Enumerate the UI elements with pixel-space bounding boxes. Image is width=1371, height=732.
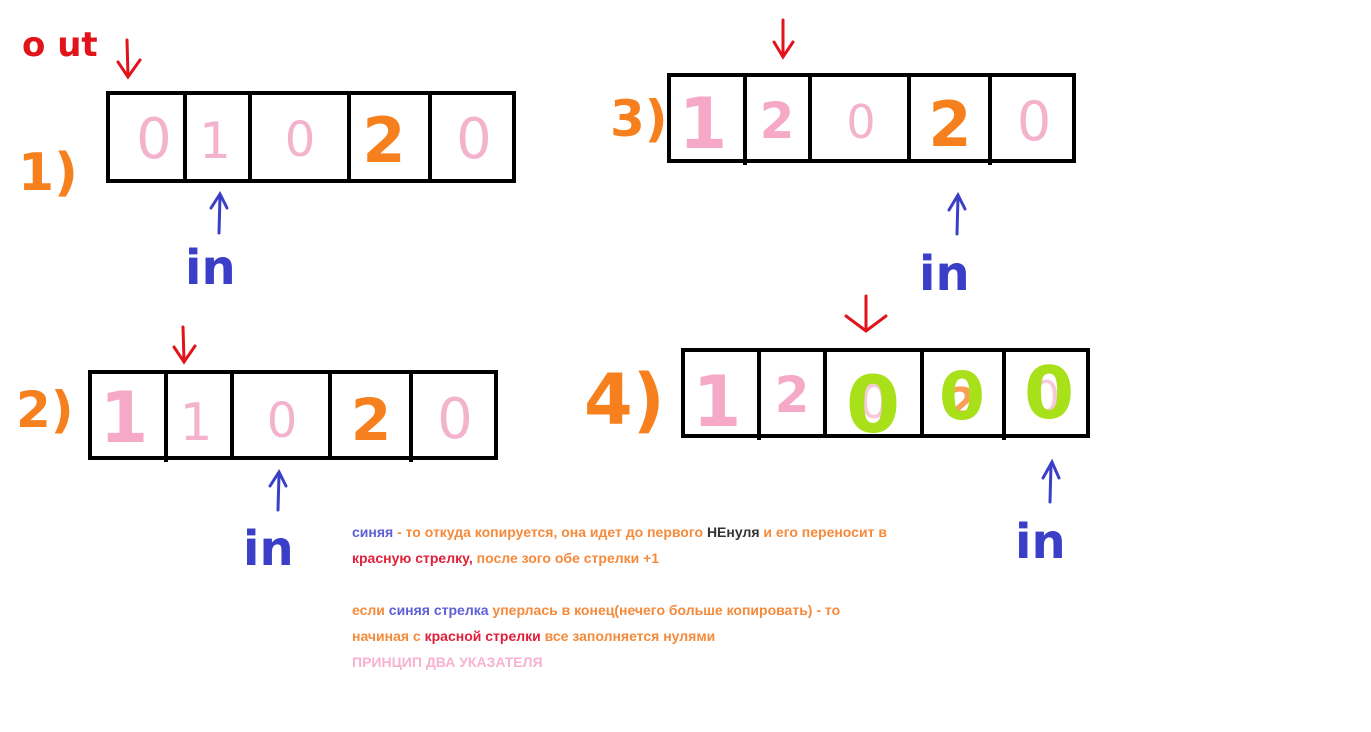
step-2-label: 2) xyxy=(16,381,74,439)
step-4-out-arrow xyxy=(844,294,888,333)
step-3-cell-4: 2 xyxy=(928,88,971,161)
step-3-cell-5: 0 xyxy=(1017,90,1051,153)
out-label: o ut xyxy=(22,25,98,65)
step-2-out-arrow xyxy=(172,325,197,365)
step-3-cell-2: 2 xyxy=(760,92,795,150)
step-4-cell-4: 0 xyxy=(939,358,985,435)
step-1-cell-5: 0 xyxy=(456,107,492,172)
step-4: 4) 1 2 0 0 2 0 0 0 in xyxy=(584,294,1090,570)
nonzero-term: НЕнуля xyxy=(706,524,760,540)
step-3-cell-3: 0 xyxy=(846,95,875,149)
step-2-cell-5: 0 xyxy=(437,387,473,452)
step-4-cell-1: 1 xyxy=(693,361,742,443)
step-1-in-arrow xyxy=(209,190,229,235)
explanation-text: синяя - то откуда копируется, она идет д… xyxy=(352,519,992,675)
explanation-line-3-a: если xyxy=(352,602,389,618)
principle-title: ПРИНЦИП ДВА УКАЗАТЕЛЯ xyxy=(352,654,543,670)
step-3-in-arrow xyxy=(947,191,967,236)
step-3-in-label: in xyxy=(919,246,970,302)
step-2-cell-2: 1 xyxy=(179,393,212,453)
step-4-array xyxy=(681,348,1090,440)
step-3-out-arrow xyxy=(772,18,795,60)
explanation-line-2-a: после зого обе стрелки +1 xyxy=(472,550,660,566)
step-4-in-label: in xyxy=(1015,514,1066,570)
step-1-cell-3: 0 xyxy=(285,112,316,168)
explanation-line-4: начиная с красной стрелки все заполняетс… xyxy=(352,623,992,649)
step-3-array xyxy=(667,73,1076,165)
red-arrow-term: красную стрелку, xyxy=(352,550,473,566)
explanation-line-3-b: уперлась в конец(нечего больше копироват… xyxy=(488,602,841,618)
step-2-in-label: in xyxy=(243,521,294,577)
step-3-label: 3) xyxy=(610,90,668,148)
explanation-line-1-a: - то откуда копируется, она идет до перв… xyxy=(393,524,707,540)
blue-arrow-term: синяя xyxy=(352,524,394,540)
step-1-array xyxy=(106,91,516,183)
step-2-cell-4: 2 xyxy=(351,386,391,454)
explanation-line-3: если синяя стрелка уперлась в конец(нече… xyxy=(352,597,992,623)
step-4-cell-3: 0 xyxy=(846,361,900,451)
step-2-cell-3: 0 xyxy=(267,393,298,449)
step-4-cell-2: 2 xyxy=(775,366,810,424)
step-2: 2) 1 1 0 2 0 in xyxy=(16,325,498,577)
step-2-in-arrow xyxy=(268,468,288,512)
step-4-old-cell-5: 0 xyxy=(1032,372,1060,423)
step-1-in-label: in xyxy=(185,240,236,296)
step-4-in-arrow xyxy=(1041,458,1061,504)
red-arrow-term-2: красной стрелки xyxy=(424,628,541,644)
step-1-label: 1) xyxy=(18,143,78,203)
step-3-cell-1: 1 xyxy=(679,83,728,165)
step-2-array xyxy=(88,370,498,462)
step-4-old-cell-3: 0 xyxy=(859,375,888,429)
step-2-cell-1: 1 xyxy=(100,377,149,459)
explanation-line-4-a: начиная с xyxy=(352,628,425,644)
step-1-cell-2: 1 xyxy=(199,112,231,170)
step-1-cell-1: 0 xyxy=(136,107,172,172)
explanation-line-2: красную стрелку, после зого обе стрелки … xyxy=(352,545,992,571)
step-4-cell-5: 0 xyxy=(1024,351,1074,435)
step-4-label: 4) xyxy=(584,359,665,441)
step-1: 1) 0 1 0 2 0 in xyxy=(18,38,516,296)
step-3: 3) 1 2 0 2 0 in xyxy=(610,18,1076,302)
blue-arrow-term-2: синяя стрелка xyxy=(388,602,489,618)
explanation-line-1-b: и его переносит в xyxy=(759,524,887,540)
explanation-line-1: синяя - то откуда копируется, она идет д… xyxy=(352,519,992,545)
step-1-out-arrow xyxy=(116,38,142,80)
step-1-cell-4: 2 xyxy=(362,104,405,177)
explanation-line-4-b: все заполняется нулями xyxy=(540,628,716,644)
step-4-old-cell-4: 2 xyxy=(948,380,976,426)
